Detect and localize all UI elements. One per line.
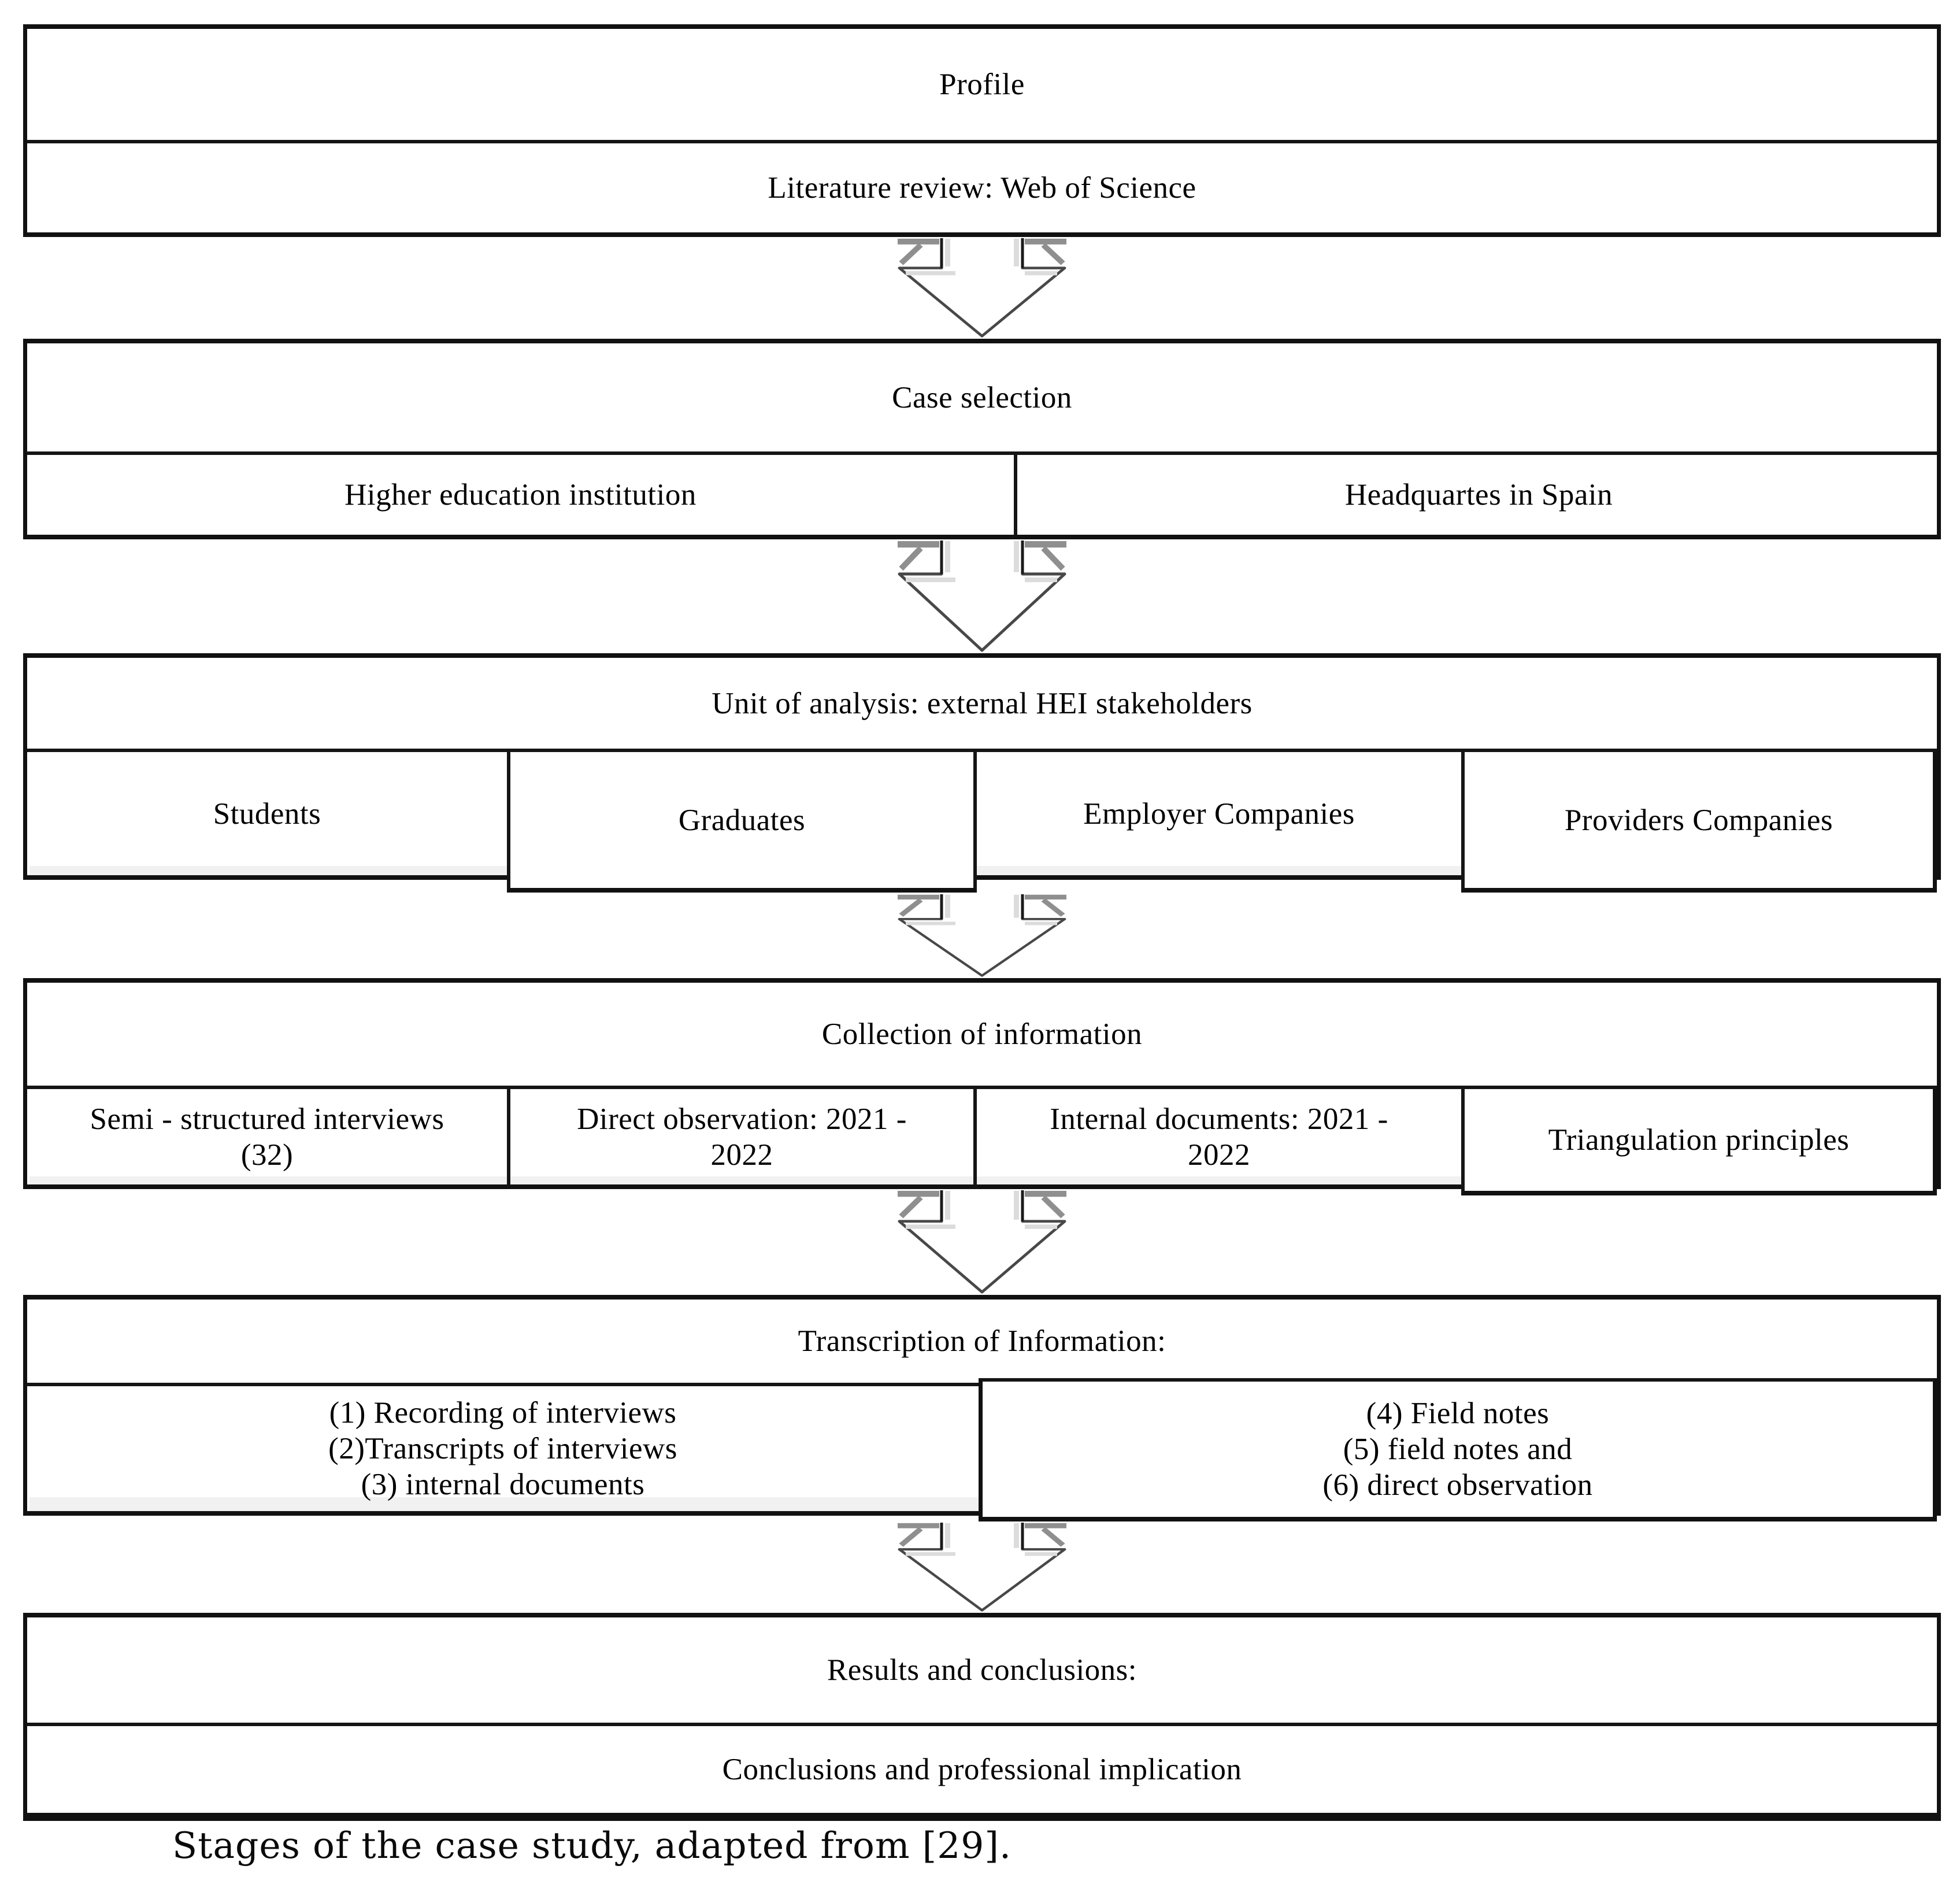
stage-case-selection-box: Case selection Higher education institut… [23,339,1941,539]
stage-header-label: Collection of information [821,1017,1143,1051]
stage-cell: Internal documents: 2021 - 2022 [977,1089,1461,1189]
cell-label: Internal documents: 2021 - 2022 [1050,1101,1388,1173]
stage-cell-row: Students Graduates Employer Companies Pr… [27,752,1937,893]
stage-cell: (4) Field notes (5) field notes and (6) … [979,1378,1937,1521]
figure-caption: Stages of the case study, adapted from [… [172,1824,1012,1867]
stage-header: Profile [27,29,1937,143]
stage-subrow: Literature review: Web of Science [27,143,1937,232]
cell-label: Graduates [678,803,806,837]
down-arrow-icon [898,1523,1066,1612]
cell-line: Internal documents: 2021 - [1050,1102,1388,1136]
cell-label: Headquartes in Spain [1344,478,1613,512]
stage-cell: Providers Companies [1461,752,1937,893]
stage-cell: Triangulation principles [1461,1089,1937,1195]
stage-cell: Graduates [507,752,977,893]
stage-cell: Direct observation: 2021 - 2022 [507,1089,977,1189]
cell-line: Direct observation: 2021 - [577,1102,907,1136]
stage-cell: (1) Recording of interviews (2)Transcrip… [27,1386,979,1516]
stage-profile-box: Profile Literature review: Web of Scienc… [23,24,1941,237]
stage-cell: Headquartes in Spain [1021,455,1937,535]
shading-band [29,866,1935,875]
cell-label: Direct observation: 2021 - 2022 [577,1101,907,1173]
stage-header: Transcription of Information: [27,1300,1937,1386]
cell-line: (3) internal documents [361,1468,645,1501]
cell-label: Employer Companies [1083,797,1355,831]
down-arrow-icon [898,540,1066,652]
stage-subrow-label: Literature review: Web of Science [768,171,1196,205]
stage-header-label: Results and conclusions: [827,1653,1138,1687]
down-arrow-icon [898,1190,1066,1294]
stage-subrow-label: Conclusions and professional implication [722,1753,1242,1786]
stage-cell: Semi - structured interviews (32) [27,1089,507,1189]
stage-header-label: Profile [939,68,1025,101]
down-arrow-icon [898,894,1066,977]
stage-cell-row: Higher education institution Headquartes… [27,455,1937,535]
shading-band [29,1176,1935,1185]
cell-label: Higher education institution [344,478,696,512]
cell-line: (4) Field notes [1366,1397,1550,1430]
stage-header: Collection of information [27,983,1937,1089]
cell-label: Providers Companies [1564,803,1833,837]
stage-cell-row: (1) Recording of interviews (2)Transcrip… [27,1378,1937,1521]
cell-line: (2)Transcripts of interviews [328,1432,677,1465]
cell-line: 2022 [710,1138,773,1172]
stage-cell: Employer Companies [977,752,1461,880]
stage-results-box: Results and conclusions: Conclusions and… [23,1613,1941,1821]
stage-header: Unit of analysis: external HEI stakehold… [27,658,1937,752]
cell-line: (1) Recording of interviews [329,1396,677,1430]
cell-label: Students [213,797,321,831]
cell-line: 2022 [1187,1138,1250,1172]
stage-unit-of-analysis-box: Unit of analysis: external HEI stakehold… [23,653,1941,893]
stage-header: Case selection [27,343,1937,455]
stage-collection-box: Collection of information Semi - structu… [23,978,1941,1195]
stage-transcription-box: Transcription of Information: (1) Record… [23,1295,1941,1521]
cell-line: (32) [240,1138,294,1172]
stage-header-label: Case selection [892,380,1072,414]
down-arrow-icon [898,238,1066,338]
cell-label: Semi - structured interviews (32) [90,1101,444,1173]
stage-header-label: Unit of analysis: external HEI stakehold… [712,686,1253,720]
cell-line: Semi - structured interviews [90,1102,444,1136]
stage-cell: Students [27,752,507,880]
cell-label: Triangulation principles [1548,1123,1850,1157]
stage-header-label: Transcription of Information: [798,1324,1166,1358]
cell-label: (4) Field notes (5) field notes and (6) … [1322,1395,1592,1503]
cell-label: (1) Recording of interviews (2)Transcrip… [328,1395,677,1502]
stage-cell: Higher education institution [27,455,1017,535]
stage-cell-row: Semi - structured interviews (32) Direct… [27,1089,1937,1195]
stage-header: Results and conclusions: [27,1617,1937,1726]
stage-subrow: Conclusions and professional implication [27,1726,1937,1813]
cell-line: (5) field notes and [1343,1432,1573,1466]
cell-line: (6) direct observation [1322,1468,1593,1502]
